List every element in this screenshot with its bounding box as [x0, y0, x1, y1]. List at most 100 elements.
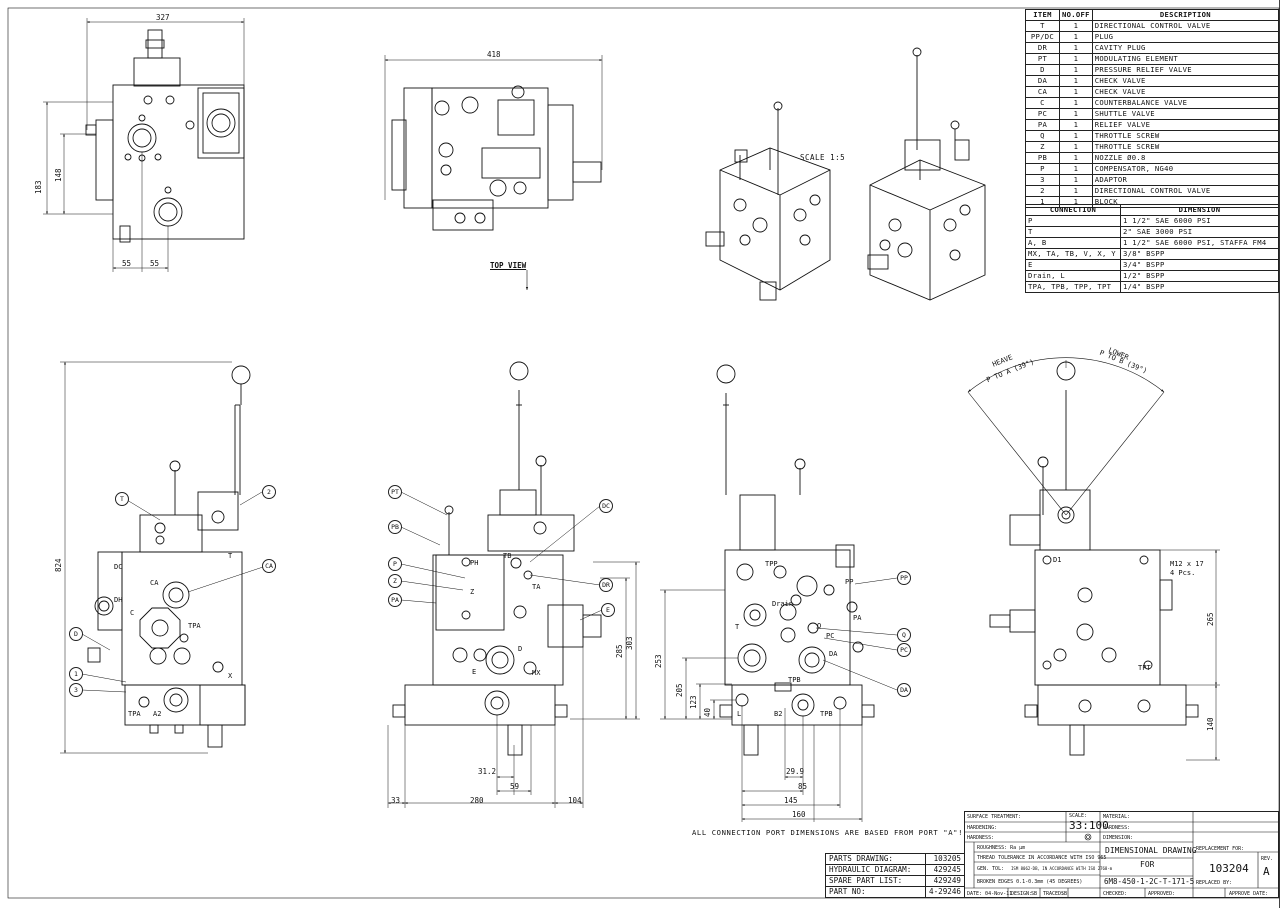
- bom-cell-qty: 1: [1059, 53, 1093, 65]
- connection-cell-port: A, B: [1025, 237, 1121, 249]
- bom-cell-qty: 1: [1059, 130, 1093, 142]
- tb-replacement-for: REPLACEMENT FOR:: [1196, 846, 1245, 852]
- dim-40: 40: [703, 707, 712, 717]
- tb-design-val: SB: [1031, 891, 1038, 897]
- back-elevation: [660, 364, 875, 822]
- callout-dr: DR: [599, 578, 613, 592]
- callout-ca: CA: [262, 559, 276, 573]
- dim-140: 140: [1206, 717, 1215, 731]
- port-pc: PC: [826, 632, 835, 640]
- tb-hardness2: HARDNESS:: [1103, 825, 1131, 831]
- parts-cell-value: 429249: [924, 875, 966, 887]
- bom-cell-qty: 1: [1059, 108, 1093, 120]
- callout-leaders: [81, 491, 898, 693]
- bom-cell-item: D: [1025, 64, 1060, 76]
- port-tpa-front: TPA: [188, 622, 201, 630]
- dim-29-9: 29.9: [786, 767, 805, 776]
- tb-hardening: HARDENING:: [967, 825, 998, 831]
- parts-cell-label: PARTS DRAWING:: [825, 853, 926, 865]
- bom-cell-item: C: [1025, 97, 1060, 109]
- bom-cell-qty: 1: [1059, 64, 1093, 76]
- parts-cell-label: HYDRAULIC DIAGRAM:: [825, 864, 926, 876]
- bom-cell-description: RELIEF VALVE: [1091, 119, 1280, 131]
- connection-cell-dimension: 1/4" BSPP: [1120, 281, 1279, 293]
- connection-cell-dimension: 3/8" BSPP: [1120, 248, 1279, 260]
- bom-cell-description: NOZZLE Ø0.8: [1091, 152, 1280, 164]
- bom-cell-description: THROTTLE SCREW: [1091, 141, 1280, 153]
- connection-cell-port: P: [1025, 215, 1121, 227]
- bom-cell-item: Q: [1025, 130, 1060, 142]
- port-da: DA: [829, 650, 838, 658]
- callout-pt: PT: [388, 485, 402, 499]
- port-drain: Drain: [772, 600, 794, 608]
- bom-cell-item: T: [1025, 20, 1060, 32]
- bom-cell-qty: 1: [1059, 97, 1093, 109]
- connection-note: ALL CONNECTION PORT DIMENSIONS ARE BASED…: [692, 828, 963, 837]
- bom-cell-description: PLUG: [1091, 31, 1280, 43]
- thread-spec: M12 x 17: [1170, 560, 1204, 568]
- port-d: D: [518, 645, 523, 653]
- tb-drawing-number: 103204: [1209, 862, 1249, 875]
- tb-material: MATERIAL:: [1103, 814, 1131, 820]
- connection-cell-dimension: 1/2" BSPP: [1120, 270, 1279, 282]
- tb-scale-label: SCALE:: [1069, 813, 1088, 819]
- callout-t: T: [115, 492, 129, 506]
- connection-cell-port: Drain, L: [1025, 270, 1121, 282]
- tb-title-3: 6M8-450-1-2C-T-171-5: [1104, 877, 1195, 886]
- dim-148: 148: [54, 168, 63, 182]
- bom-cell-item: Z: [1025, 141, 1060, 153]
- bom-cell-qty: 1: [1059, 174, 1093, 186]
- dim-183: 183: [34, 180, 43, 194]
- dim-145: 145: [784, 796, 798, 805]
- bom-cell-item: PT: [1025, 53, 1060, 65]
- port-ta: TA: [532, 583, 541, 591]
- bom-cell-qty: 1: [1059, 163, 1093, 175]
- tb-surface-treatment: SURFACE TREATMENT:: [967, 814, 1022, 820]
- tb-rev-label: REV.: [1261, 856, 1274, 862]
- port-tpt: TPT: [1138, 664, 1151, 672]
- parts-cell-value: 429245: [924, 864, 966, 876]
- tb-gen-tol-text: ISM 8062-DB, IN ACCORDANCE WITH ISO 2768…: [1011, 866, 1113, 871]
- bom-cell-description: ADAPTOR: [1091, 174, 1280, 186]
- dim-253: 253: [654, 654, 663, 668]
- parts-row: PART NO:4-29246: [825, 886, 966, 898]
- dim-55b: 55: [150, 259, 160, 268]
- parts-cell-label: SPARE PART LIST:: [825, 875, 926, 887]
- bom-cell-description: COMPENSATOR, NG40: [1091, 163, 1280, 175]
- bom-cell-qty: 1: [1059, 141, 1093, 153]
- bom-cell-description: CHECK VALVE: [1091, 86, 1280, 98]
- sheet-border: [7, 7, 1280, 899]
- bom-cell-qty: 1: [1059, 152, 1093, 164]
- bom-cell-item: PA: [1025, 119, 1060, 131]
- callout-pp: PP: [897, 571, 911, 585]
- port-a2: A2: [153, 710, 162, 718]
- bom-cell-qty: 1: [1059, 42, 1093, 54]
- port-tb: TB: [503, 552, 512, 560]
- iso-view-1: [705, 101, 831, 301]
- bom-cell-qty: 1: [1059, 86, 1093, 98]
- port-z: Z: [470, 588, 475, 596]
- tb-traced-val: SB: [1061, 891, 1068, 897]
- front-elevation: [60, 361, 251, 754]
- dim-55a: 55: [122, 259, 132, 268]
- callout-z: Z: [388, 574, 402, 588]
- dim-160: 160: [792, 810, 806, 819]
- dim-123: 123: [689, 695, 698, 709]
- port-mx: MX: [532, 669, 541, 677]
- dim-85: 85: [798, 782, 808, 791]
- port-dh: DH: [114, 596, 123, 604]
- port-t-front: T: [228, 552, 233, 560]
